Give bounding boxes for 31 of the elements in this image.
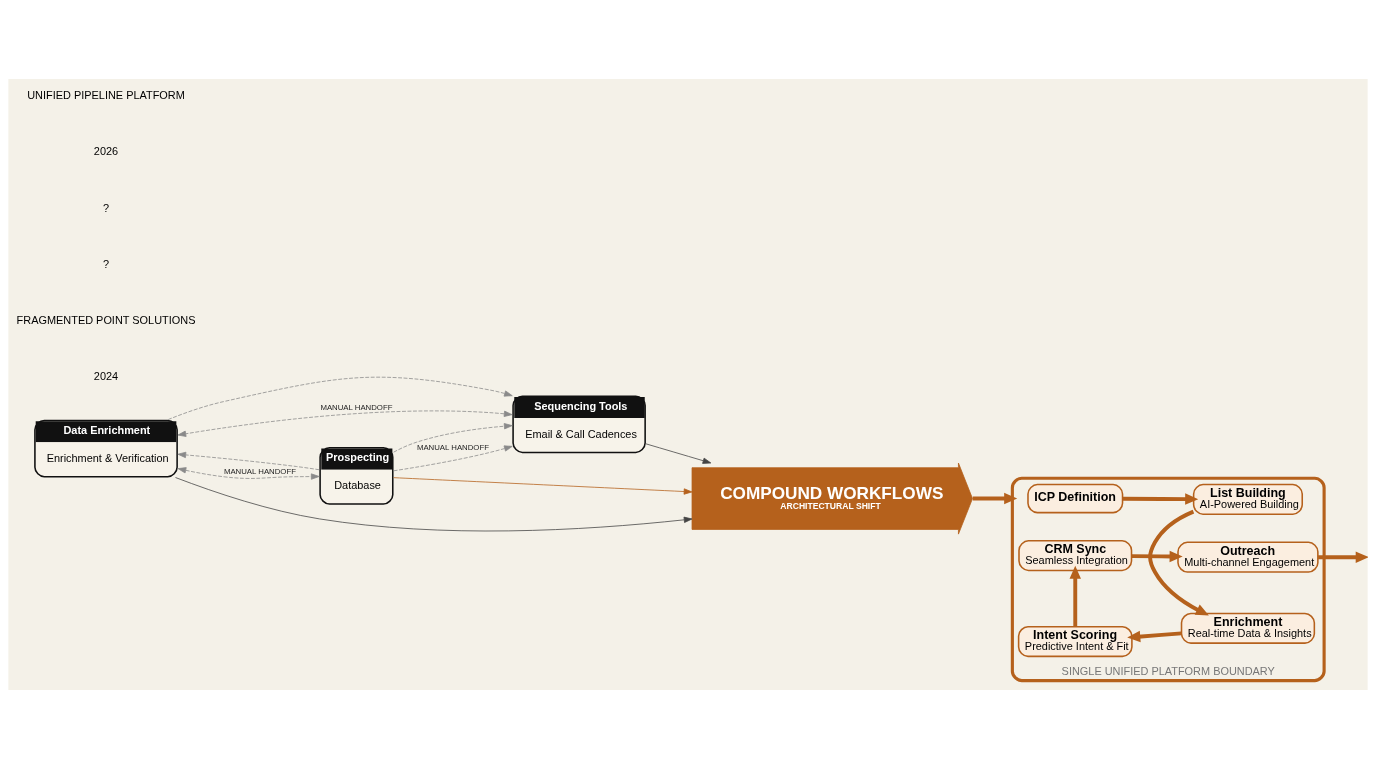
arrow bbox=[645, 442, 712, 464]
edge-label: MANUAL HANDOFF bbox=[320, 402, 393, 411]
arrow bbox=[177, 410, 513, 437]
edge-label: MANUAL HANDOFF bbox=[416, 442, 489, 452]
arrow bbox=[175, 476, 693, 531]
arrow bbox=[1318, 550, 1368, 563]
label: FRAGMENTED POINT SOLUTIONS bbox=[16, 313, 196, 326]
arrow bbox=[972, 492, 1018, 504]
arrow bbox=[1131, 550, 1183, 562]
arrow bbox=[1148, 509, 1209, 615]
edge-label: MANUAL HANDOFF bbox=[223, 466, 296, 476]
node-box: Outreach Multi-channel Engagement bbox=[1177, 541, 1319, 573]
arrow bbox=[1127, 630, 1182, 642]
arrow bbox=[1122, 492, 1199, 505]
label: 2024 bbox=[93, 369, 119, 382]
arrow bbox=[393, 476, 693, 495]
node-box: List Building AI-Powered Building bbox=[1192, 483, 1303, 515]
label: 2026 bbox=[93, 144, 119, 157]
node-box: ICP Definition bbox=[1027, 483, 1124, 513]
node-box: Intent Scoring Predictive Intent & Fit bbox=[1017, 625, 1133, 657]
arrow bbox=[177, 466, 320, 480]
label: ? bbox=[102, 201, 110, 214]
label: UNIFIED PIPELINE PLATFORM bbox=[27, 88, 185, 101]
arrow bbox=[167, 376, 513, 420]
arrow bbox=[393, 445, 513, 471]
node-box: CRM Sync Seamless Integration bbox=[1018, 539, 1133, 571]
arrow bbox=[393, 422, 513, 453]
arrow bbox=[177, 451, 320, 470]
label: ? bbox=[102, 257, 110, 270]
node-box: Enrichment Real-time Data & Insights bbox=[1180, 612, 1316, 644]
arrow bbox=[1069, 565, 1081, 626]
